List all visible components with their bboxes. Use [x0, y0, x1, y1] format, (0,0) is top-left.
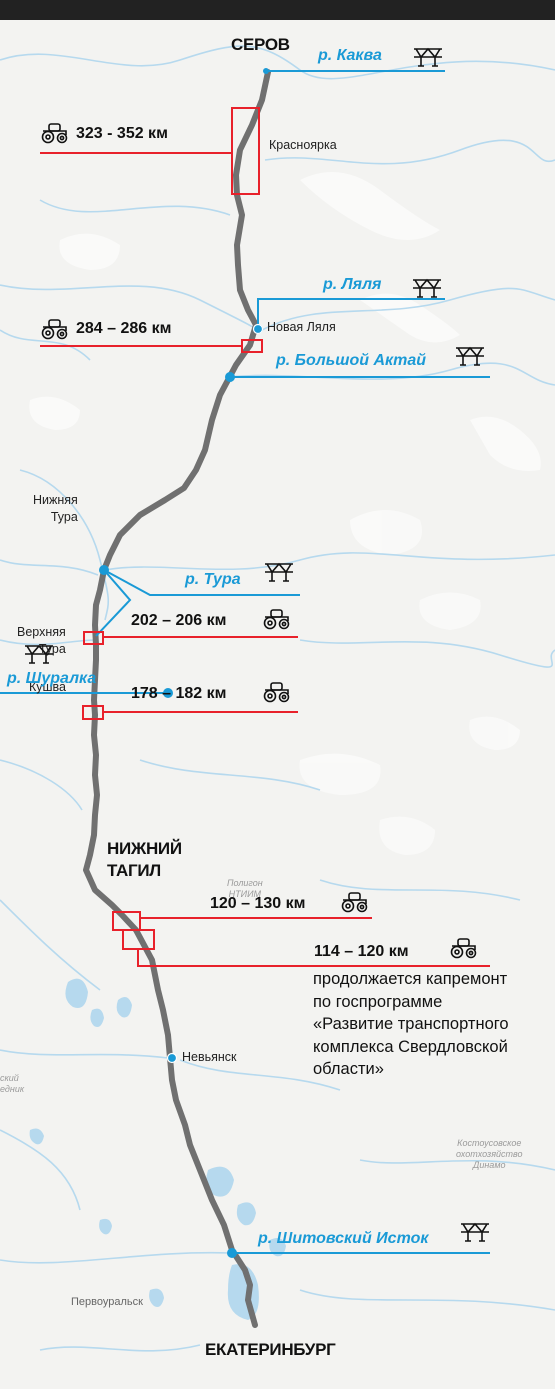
repair-km-2: 284 – 286 км — [76, 320, 172, 337]
bridge-icon — [461, 1222, 489, 1242]
town-pervouralsk: Первоуральск — [71, 1296, 143, 1308]
repair-km-3: 202 – 206 км — [131, 612, 227, 629]
bridge-icon — [265, 562, 293, 582]
city-serov: СЕРОВ — [231, 35, 290, 54]
river-shuralka: р. Шуралка — [7, 670, 97, 687]
town-nizhnyaya-tura: Нижняя Тура — [33, 493, 78, 524]
bridge-icon — [414, 47, 442, 67]
road-roller-icon — [41, 319, 68, 340]
repair-km-5: 120 – 130 км — [210, 895, 306, 912]
label-kostousovskoe: Костоусовское охотхозяйство Динамо — [456, 1138, 523, 1170]
bridge-icon — [413, 278, 441, 298]
town-nevyansk: Невьянск — [182, 1050, 237, 1064]
road-roller-icon — [263, 609, 290, 630]
city-nizhny-tagil: НИЖНИЙ ТАГИЛ — [107, 839, 182, 880]
highway-route — [83, 69, 271, 1328]
town-kushva: Кушва — [29, 680, 67, 694]
water-lines — [0, 45, 555, 1352]
bridge-leaders — [0, 70, 490, 1254]
repair-sections — [40, 107, 490, 967]
road-roller-icon — [341, 892, 368, 913]
road-roller-icon — [450, 938, 477, 959]
repair-km-6: 114 – 120 км — [314, 943, 409, 960]
label-zapovednik: ский едник — [0, 1073, 25, 1094]
road-roller-icon — [263, 682, 290, 703]
town-krasnoyarka: Красноярка — [269, 138, 337, 152]
bridge-icon — [456, 346, 484, 366]
river-kakva: р. Каква — [318, 47, 382, 64]
road-roller-icon — [41, 123, 68, 144]
label-poligon: Полигон НТИИМ — [227, 878, 263, 899]
bridge-points — [99, 68, 269, 1258]
river-bolshoy-aktay: р. Большой Актай — [276, 352, 426, 369]
repair-km-1: 323 - 352 км — [76, 125, 168, 142]
repair-note: продолжается капремонт по госпрограмме «… — [313, 970, 509, 1078]
river-lyalya: р. Ляля — [323, 276, 382, 293]
town-novaya-lyalya: Новая Ляля — [267, 320, 336, 334]
town-points — [166, 323, 264, 1064]
river-tura: р. Тура — [185, 571, 241, 588]
city-ekaterinburg: ЕКАТЕРИНБУРГ — [205, 1340, 336, 1359]
repair-km-4: 178 – 182 км — [131, 685, 227, 702]
terrain-texture — [29, 172, 541, 855]
river-shitovsky-istok: р. Шитовский Исток — [258, 1230, 429, 1247]
bridge-icon — [25, 644, 53, 664]
top-bar — [0, 0, 555, 20]
